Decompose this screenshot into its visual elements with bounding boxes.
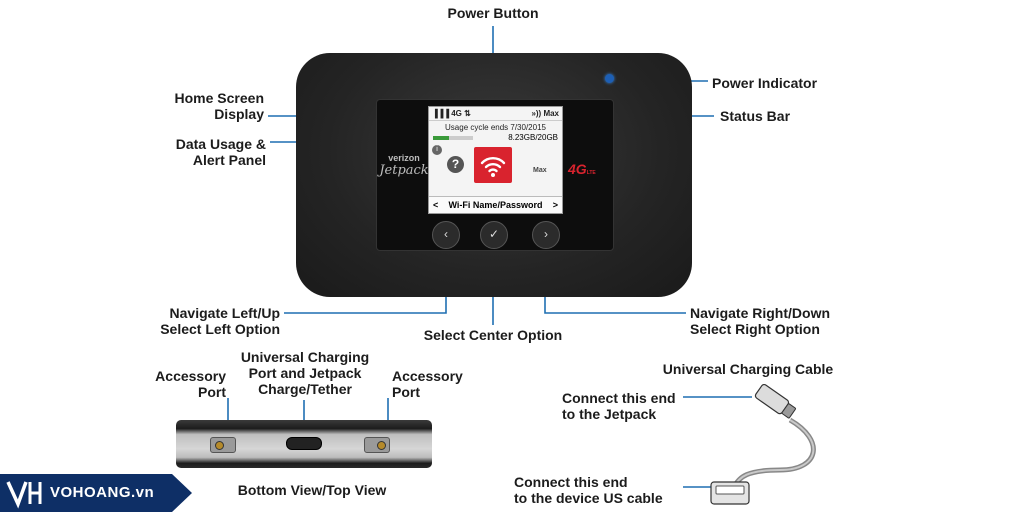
- bottom-view-device: [176, 420, 432, 468]
- select-center-button[interactable]: ✓: [480, 221, 508, 249]
- charging-port-line2: Port and Jetpack: [248, 365, 362, 381]
- accessory-port-right: [364, 437, 390, 453]
- status-bar-label: Status Bar: [720, 108, 791, 124]
- navigate-right-label: Navigate Right/Down Select Right Option: [690, 305, 830, 337]
- screen-right-arrow-icon: >: [552, 200, 558, 210]
- wifi-name-label: Wi-Fi Name/Password: [448, 200, 543, 210]
- accessory-port-left: [210, 437, 236, 453]
- data-usage-panel: 8.23GB/20GB: [429, 132, 562, 143]
- logo-text: VOHOANG.vn: [50, 484, 155, 501]
- max-label: Max: [533, 167, 547, 174]
- usage-bar: [433, 135, 473, 140]
- home-screen-label: Home Screen Display: [150, 90, 264, 122]
- wifi-name-bar: < Wi-Fi Name/Password >: [429, 196, 562, 213]
- usb-cable-drawing: [710, 383, 816, 505]
- home-screen-label-line1: Home Screen: [174, 90, 264, 106]
- info-icon: i: [432, 145, 442, 155]
- navigate-left-button[interactable]: ‹: [432, 221, 460, 249]
- navigate-right-label-line2: Select Right Option: [690, 321, 820, 337]
- charging-port-label: Universal Charging Port and Jetpack Char…: [226, 349, 384, 397]
- navigate-right-button[interactable]: ›: [532, 221, 560, 249]
- home-screen-label-line2: Display: [214, 106, 264, 122]
- power-button-label: Power Button: [447, 5, 539, 21]
- navigate-right-label-line1: Navigate Right/Down: [690, 305, 831, 321]
- connect-jetpack-label: Connect this end to the Jetpack: [562, 390, 676, 422]
- brand-name: verizon: [388, 153, 420, 163]
- accessory-port-left-label: Accessory Port: [130, 368, 226, 400]
- bottom-view-label: Bottom View/Top View: [237, 482, 387, 498]
- accessory-left-line2: Port: [198, 384, 226, 400]
- navigate-left-label: Navigate Left/Up Select Left Option: [130, 305, 280, 337]
- usage-amount: 8.23GB/20GB: [508, 133, 558, 142]
- connect-jetpack-line2: to the Jetpack: [562, 406, 657, 422]
- network-badge: 4GLTE: [568, 161, 596, 177]
- jetpack-device: verizon Jetpack 4GLTE ▐▐▐ 4G ⇅ »)) Max U…: [296, 53, 692, 297]
- screen-middle: i ? Max: [429, 143, 562, 191]
- network-badge-sub: LTE: [586, 170, 596, 176]
- connect-device-line2: to the device US cable: [514, 490, 663, 506]
- charging-cable-label: Universal Charging Cable: [662, 361, 834, 377]
- data-usage-label-line1: Data Usage &: [175, 136, 266, 152]
- screen-left-arrow-icon: <: [433, 200, 439, 210]
- data-usage-label-line2: Alert Panel: [192, 152, 266, 168]
- vohoang-logo-badge[interactable]: [0, 474, 192, 512]
- power-indicator-label: Power Indicator: [712, 75, 818, 91]
- connect-device-line1: Connect this end: [514, 474, 628, 490]
- network-badge-text: 4G: [568, 161, 587, 177]
- status-left: ▐▐▐ 4G ⇅: [432, 109, 471, 118]
- charging-port-line3: Charge/Tether: [258, 381, 352, 397]
- data-usage-label: Data Usage & Alert Panel: [150, 136, 266, 168]
- usb-charging-port: [286, 437, 322, 450]
- accessory-right-line1: Accessory: [392, 368, 463, 384]
- connect-device-label: Connect this end to the device US cable: [514, 474, 663, 506]
- model-name: Jetpack: [379, 163, 429, 178]
- usage-bar-fill: [433, 135, 450, 140]
- help-icon: ?: [447, 156, 464, 173]
- status-bar: ▐▐▐ 4G ⇅ »)) Max: [429, 107, 562, 121]
- accessory-left-line1: Accessory: [155, 368, 226, 384]
- wifi-icon: [474, 147, 512, 183]
- power-indicator-led: [605, 74, 614, 83]
- home-screen: ▐▐▐ 4G ⇅ »)) Max Usage cycle ends 7/30/2…: [428, 106, 563, 214]
- accessory-right-line2: Port: [392, 384, 420, 400]
- charging-port-line1: Universal Charging: [240, 349, 370, 365]
- brand-logo: verizon Jetpack: [378, 153, 430, 178]
- accessory-port-right-label: Accessory Port: [392, 368, 463, 400]
- status-right: »)) Max: [531, 109, 559, 118]
- navigate-left-label-line2: Select Left Option: [160, 321, 280, 337]
- select-center-label: Select Center Option: [423, 327, 563, 343]
- navigate-left-label-line1: Navigate Left/Up: [169, 305, 280, 321]
- usage-cycle-text: Usage cycle ends 7/30/2015: [445, 123, 546, 132]
- connect-jetpack-line1: Connect this end: [562, 390, 676, 406]
